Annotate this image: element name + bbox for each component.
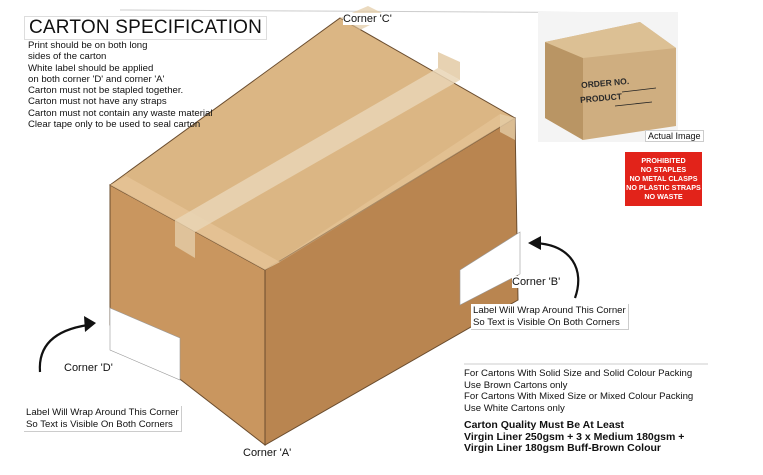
- wrap-note-d-line: Label Will Wrap Around This Corner: [26, 407, 179, 418]
- quality-line: Carton Quality Must Be At Least: [464, 419, 625, 431]
- corner-b-label: Corner 'B': [512, 276, 561, 288]
- wrap-note-b-line: So Text is Visible On Both Corners: [473, 316, 620, 328]
- spec-line: Carton must not have any straps: [28, 96, 167, 108]
- wrap-note-b-line: Label Will Wrap Around This Corner: [473, 305, 626, 316]
- quality-line: Virgin Liner 250gsm + 3 x Medium 180gsm …: [464, 430, 685, 443]
- spec-line: on both corner 'D' and corner 'A': [28, 73, 165, 85]
- quality-line: Virgin Liner 180gsm Buff-Brown Colour: [464, 442, 661, 454]
- arrow-d-head: [84, 316, 96, 332]
- wrap-note-b: Label Will Wrap Around This Corner So Te…: [471, 304, 629, 330]
- arrow-d: [38, 323, 89, 373]
- prohibited-line: NO METAL CLASPS: [629, 174, 698, 183]
- tape-top: [175, 68, 460, 232]
- tape-corner-b: [500, 114, 515, 140]
- prohibited-badge: PROHIBITED NO STAPLES NO METAL CLASPS NO…: [625, 152, 702, 206]
- arrow-b: [534, 241, 580, 299]
- spec-line: Print should be on both long: [28, 40, 148, 51]
- spec-list: Print should be on both long sides of th…: [28, 40, 213, 130]
- prohibited-line: PROHIBITED: [641, 156, 686, 165]
- prohibited-line: NO PLASTIC STRAPS: [626, 183, 701, 192]
- spec-line: sides of the carton: [28, 51, 107, 63]
- prohibited-line: NO WASTE: [644, 192, 683, 201]
- spec-line: Carton must not contain any waste materi…: [28, 107, 213, 119]
- page-title: CARTON SPECIFICATION: [24, 16, 268, 40]
- packing-line: For Cartons With Mixed Size or Mixed Col…: [464, 391, 694, 402]
- packing-info: For Cartons With Solid Size and Solid Co…: [464, 368, 693, 414]
- photo-order-line: [621, 87, 657, 93]
- photo-product-line: [614, 101, 653, 107]
- wrap-note-d: Label Will Wrap Around This Corner So Te…: [24, 406, 182, 432]
- photo-carton-side: [545, 42, 583, 140]
- white-label-corner-b: [459, 231, 521, 306]
- carton-quality: Carton Quality Must Be At Least Virgin L…: [464, 419, 685, 455]
- corner-d-label: Corner 'D': [64, 362, 113, 374]
- tape-front: [175, 220, 195, 258]
- wrap-note-d-line: So Text is Visible On Both Corners: [26, 418, 173, 430]
- packing-line: Use White Cartons only: [464, 402, 565, 414]
- arrow-b-head: [528, 236, 541, 250]
- tape-back: [438, 52, 460, 80]
- photo-caption: Actual Image: [645, 130, 704, 142]
- spec-line: Carton must not be stapled together.: [28, 85, 184, 97]
- packing-line: For Cartons With Solid Size and Solid Co…: [464, 368, 693, 379]
- white-label-corner-d: [109, 307, 181, 381]
- photo-carton-top: [545, 22, 676, 58]
- packing-line: Use Brown Cartons only: [464, 379, 568, 391]
- box-top-edge: [265, 114, 515, 270]
- corner-a-label: Corner 'A': [243, 447, 292, 459]
- corner-c-label: Corner 'C': [343, 13, 392, 25]
- spec-line: White label should be applied: [28, 62, 154, 74]
- spec-line: Clear tape only to be used to seal carto…: [28, 119, 201, 131]
- prohibited-line: NO STAPLES: [640, 165, 687, 174]
